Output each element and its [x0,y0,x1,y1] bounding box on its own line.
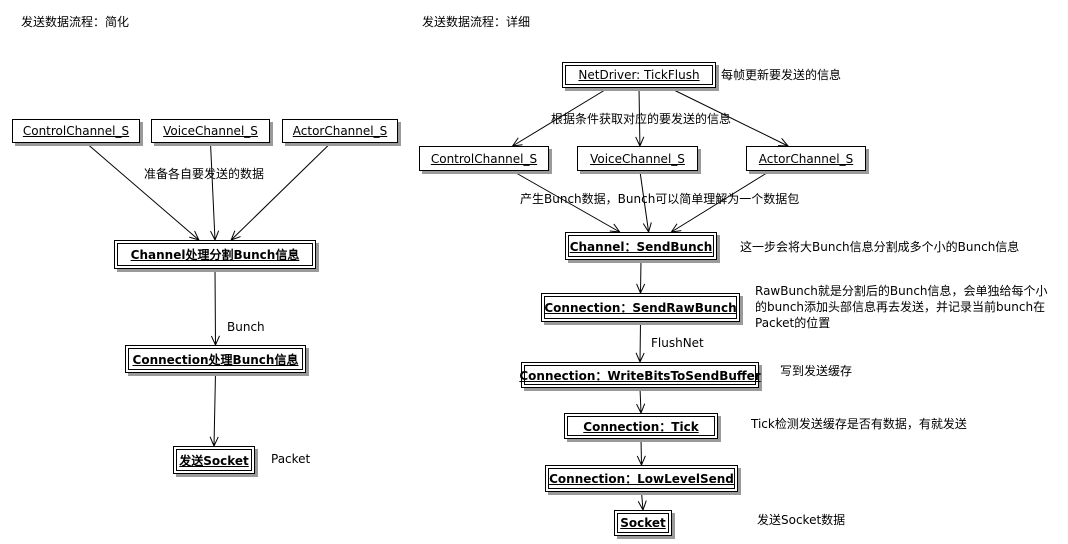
detail-connection-sendrawbunch-node[interactable]: Connection：SendRawBunch [541,293,740,322]
simple-socket-node[interactable]: 发送Socket [173,446,255,474]
detail-connection-lowlevelsend-node[interactable]: Connection：LowLevelSend [545,465,738,492]
detail-control-channel-node[interactable]: ControlChannel_S [419,146,549,171]
detail-tick-note: Tick检测发送缓存是否有数据，有就发送 [751,417,967,431]
simple-frame-title: 发送数据流程：简化 [16,12,155,34]
detail-netdriver-tickflush-node[interactable]: NetDriver: TickFlush [562,62,716,88]
detail-produce-label: 产生Bunch数据，Bunch可以简单理解为一个数据包 [520,192,800,206]
edge-detail-writebits-to-tick [636,387,646,415]
edge-detail-lowlevelsend-to-socket [637,491,647,512]
edge-simple-actor-to-channel [230,142,332,241]
detail-actor-channel-node[interactable]: ActorChannel_S [746,146,866,171]
detail-socket-note: 发送Socket数据 [757,513,846,527]
edge-simple-connection-to-socket [209,372,219,448]
detail-connection-writebits-node[interactable]: Connection：WriteBitsToSendBuffer [519,362,761,388]
detail-frame-title: 发送数据流程：详细 [417,12,555,34]
simple-bunch-label: Bunch [227,320,265,334]
simple-channel-split-node[interactable]: Channel处理分割Bunch信息 [114,240,316,269]
detail-flushnet-label: FlushNet [651,336,704,350]
detail-writebits-note: 写到发送缓存 [780,364,853,378]
edge-simple-channel-to-connection [210,268,220,347]
detail-socket-node[interactable]: Socket [614,510,672,536]
edge-detail-tick-to-lowlevelsend [636,438,646,467]
detail-sendbunch-note: 这一步会将大Bunch信息分割成多个小的Bunch信息 [740,240,1020,254]
edge-detail-sendbunch-to-sendrawbunch [636,259,646,295]
simple-actor-channel-node[interactable]: ActorChannel_S [282,119,398,143]
simple-voice-channel-node[interactable]: VoiceChannel_S [151,119,270,143]
detail-voice-channel-node[interactable]: VoiceChannel_S [577,146,698,171]
detail-rawbunch-note: RawBunch就是分割后的Bunch信息，会单独给每个小的bunch添加头部信… [755,284,1048,330]
simple-connection-node[interactable]: Connection处理Bunch信息 [125,345,306,373]
edge-simple-control-to-channel [85,142,200,241]
detail-condition-label: 根据条件获取对应的要发送的信息 [551,112,732,126]
detail-channel-sendbunch-node[interactable]: Channel：SendBunch [565,232,717,260]
detail-connection-tick-node[interactable]: Connection：Tick [564,413,718,439]
edge-detail-sendrawbunch-to-writebits [635,321,645,364]
simple-packet-label: Packet [271,452,311,466]
detail-netdriver-note: 每帧更新要发送的信息 [721,68,842,82]
edge-simple-voice-to-channel [210,142,220,242]
simple-prepare-label: 准备各自要发送的数据 [144,167,265,181]
simple-control-channel-node[interactable]: ControlChannel_S [12,119,140,143]
